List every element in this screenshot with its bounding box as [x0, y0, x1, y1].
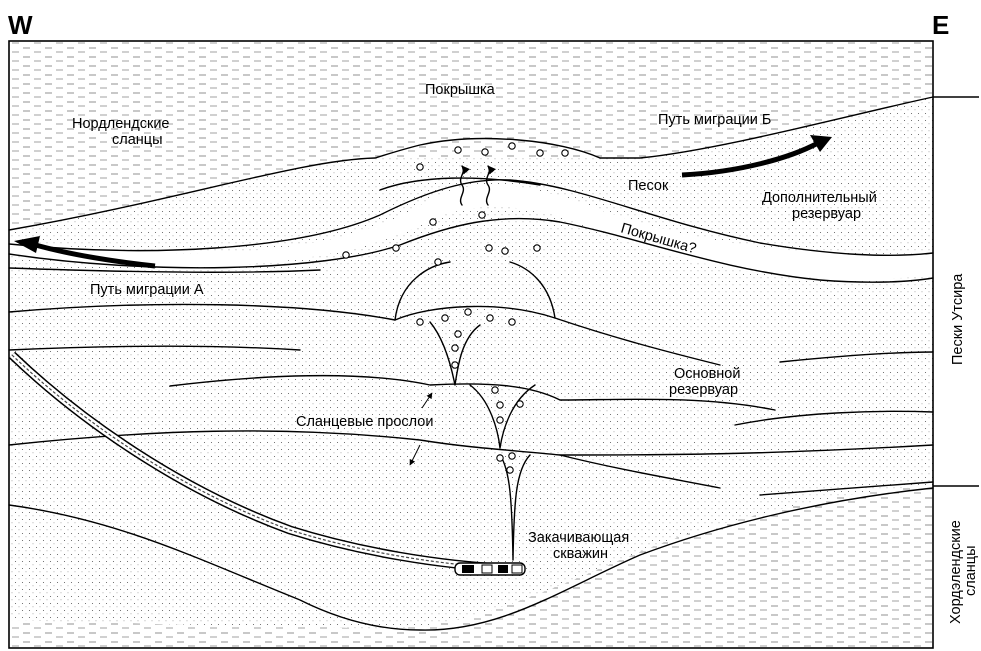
label-additional-reservoir-line1: Дополнительный [762, 190, 877, 206]
label-nordland-shales-line1: Нордлендские [72, 116, 169, 132]
label-migration-path-a: Путь миграции А [90, 282, 204, 298]
label-shale-interbeds: Сланцевые прослои [296, 414, 433, 430]
label-main-reservoir-line1: Основной [674, 366, 740, 382]
label-utsira-sands: Пески Утсира [950, 273, 966, 365]
label-sand: Песок [628, 178, 669, 194]
label-injection-well-line2: скважин [553, 546, 608, 562]
label-injection-well-line1: Закачивающая [528, 530, 629, 546]
label-additional-reservoir-line2: резервуар [792, 206, 861, 222]
direction-west: W [8, 10, 33, 40]
label-hordaland-shales-line1: Хордэлендские [948, 520, 964, 624]
label-main-reservoir-line2: резервуар [669, 382, 738, 398]
label-migration-path-b: Путь миграции Б [658, 112, 771, 128]
label-nordland-shales-line2: сланцы [112, 132, 163, 148]
label-hordaland-shales-line2: сланцы [963, 545, 979, 596]
direction-east: E [932, 10, 949, 40]
label-caprock-top: Покрышка [425, 82, 496, 98]
